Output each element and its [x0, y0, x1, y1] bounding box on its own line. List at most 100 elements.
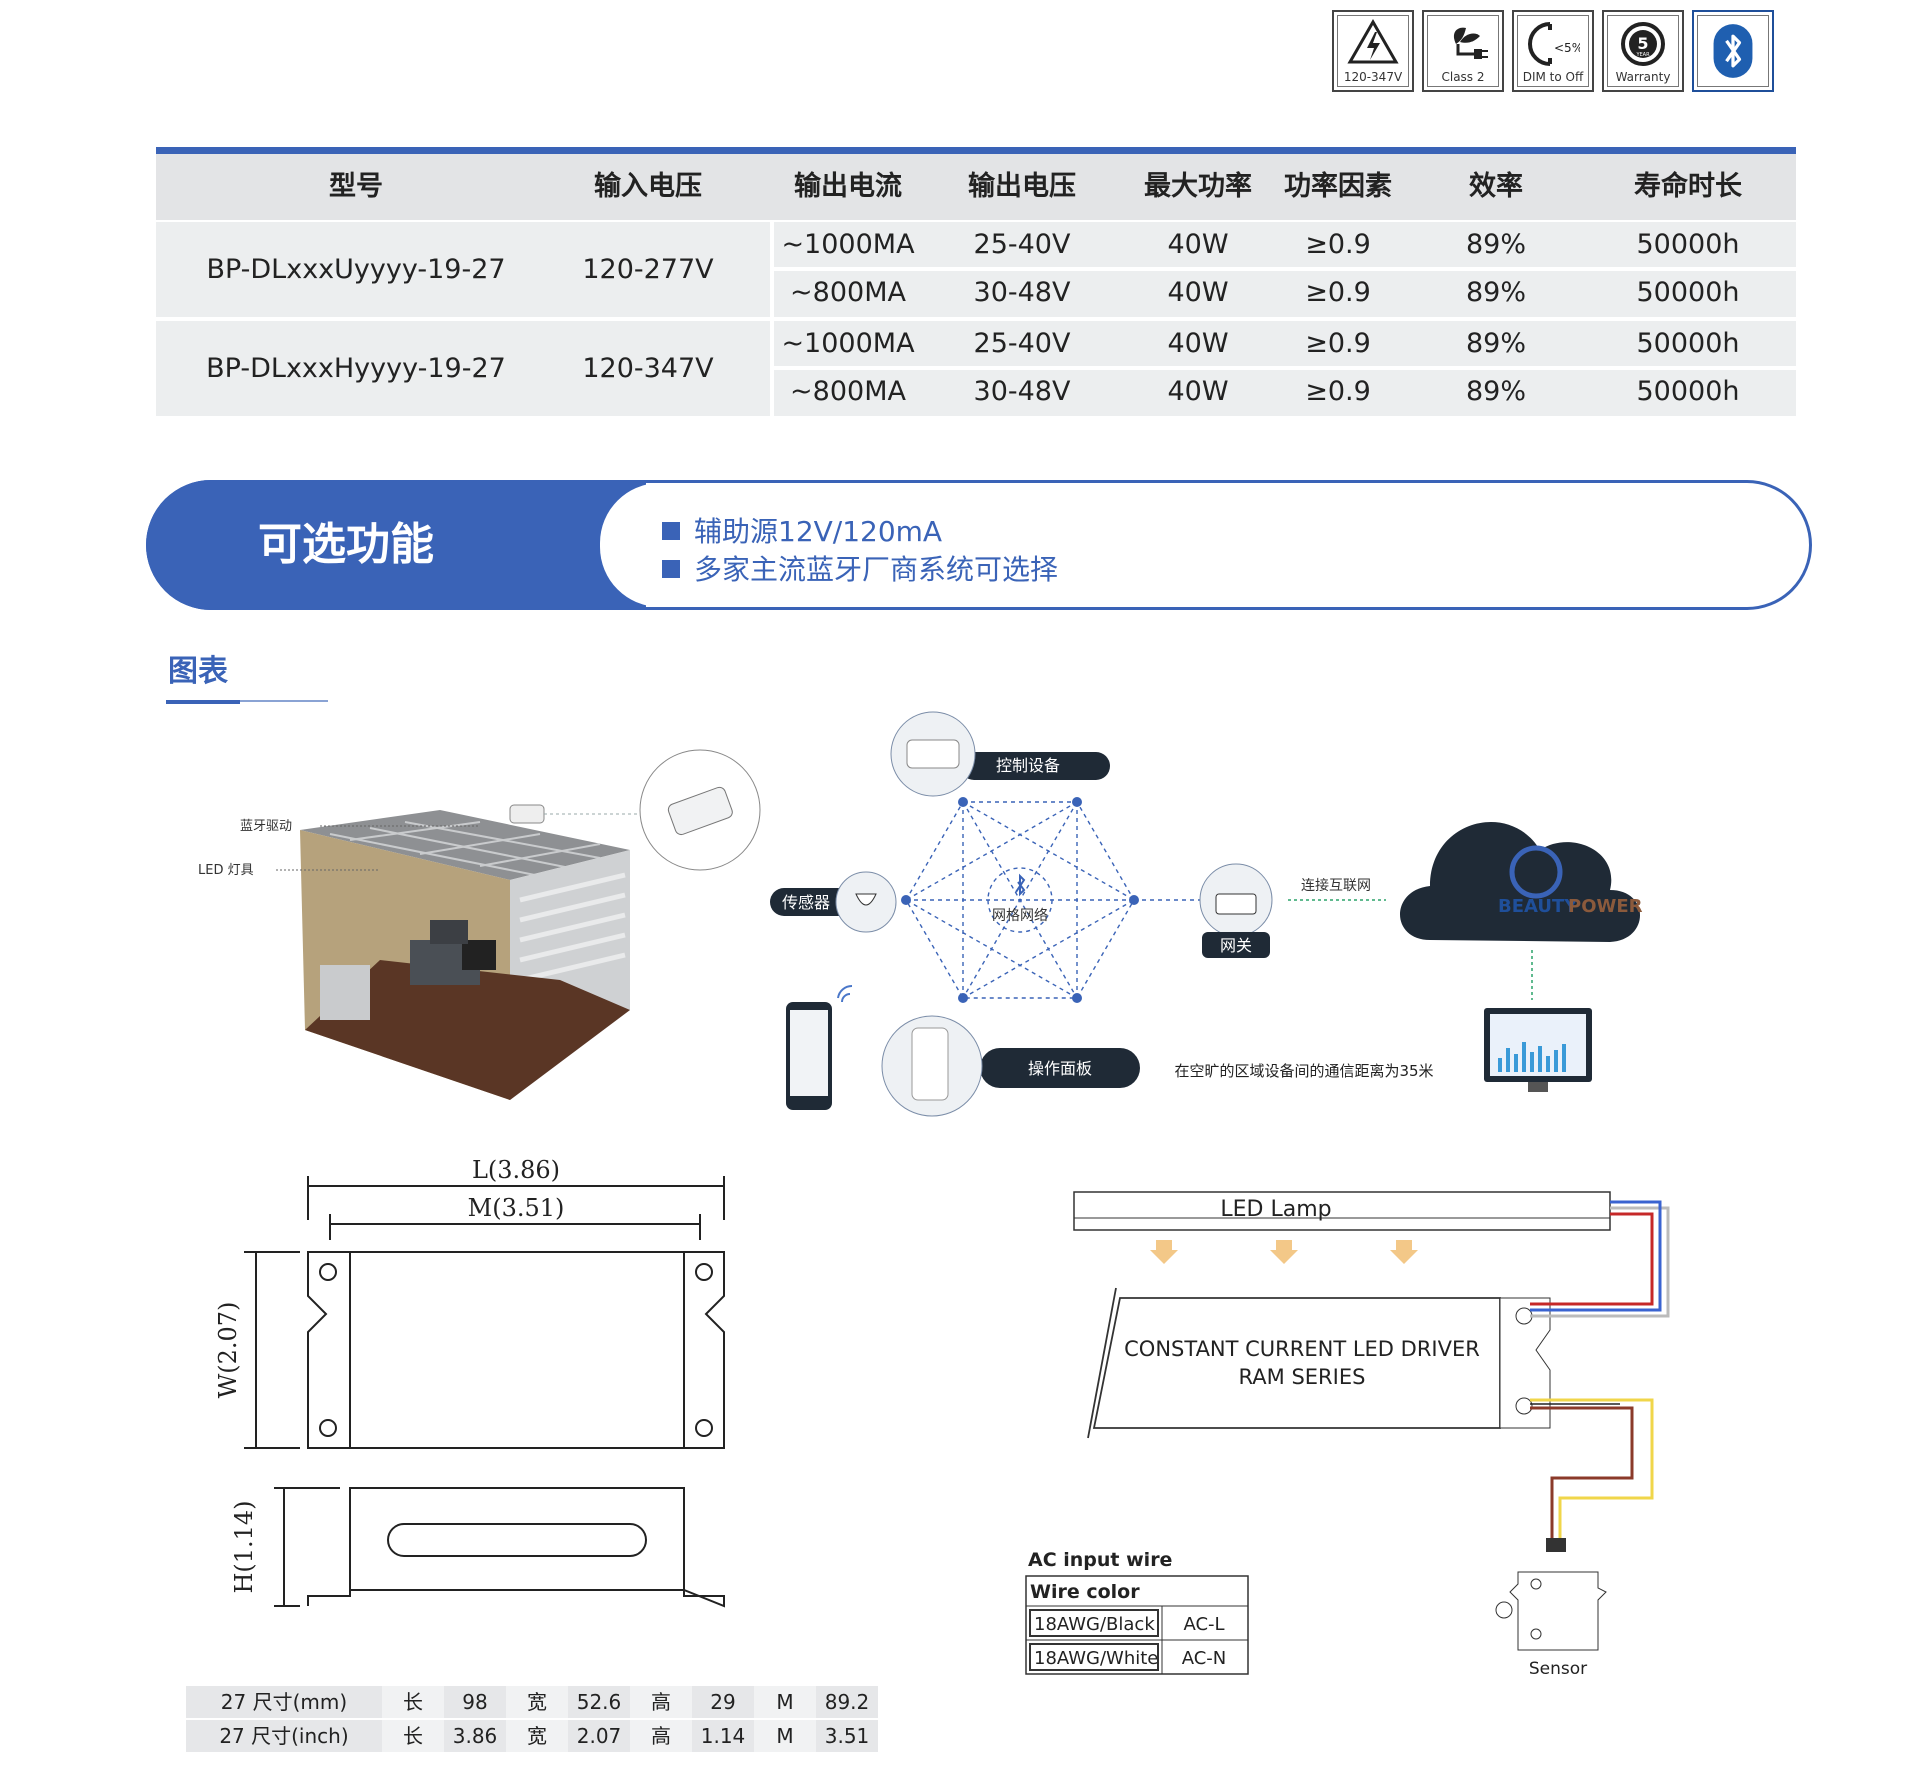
dim-cell: 1.14	[692, 1720, 756, 1752]
dim-cell: M	[754, 1720, 818, 1752]
table-cell: 40W	[1167, 229, 1229, 260]
plant-plug-icon	[1453, 27, 1488, 59]
table-cell: 40W	[1167, 376, 1229, 407]
col-header-efficiency: 效率	[1469, 171, 1523, 202]
dim-cell: 宽	[506, 1686, 570, 1718]
led-lamp	[1073, 1191, 1611, 1231]
driver-body	[1092, 1297, 1501, 1429]
dim-M: M(3.51)	[468, 1194, 565, 1222]
table-top-bar	[156, 147, 1796, 154]
driver-line1: CONSTANT CURRENT LED DRIVER	[1124, 1337, 1480, 1361]
table-cell: 25-40V	[973, 229, 1071, 260]
table-cell: 30-48V	[973, 376, 1071, 407]
wire-color: 18AWG/White	[1034, 1648, 1158, 1669]
sensor-icon	[855, 893, 877, 906]
table-row: BP-DLxxxHyyyy-19-27	[206, 353, 506, 384]
panel-label: 操作面板	[1028, 1059, 1092, 1078]
room-illustration: 蓝牙驱动 LED 灯具	[198, 749, 761, 1100]
dim-cell: 52.6	[568, 1686, 632, 1718]
features-title-bg	[146, 480, 646, 610]
wire-color: 18AWG/Black	[1034, 1614, 1155, 1635]
wire-use: AC-L	[1183, 1614, 1224, 1635]
wire-use: AC-N	[1182, 1648, 1227, 1669]
badge-class2: Class 2	[1422, 10, 1504, 92]
dim-moon-icon: <5%	[1528, 22, 1580, 66]
table-cell: 40W	[1167, 277, 1229, 308]
feature-item: 多家主流蓝牙厂商系统可选择	[662, 548, 1058, 588]
table-cell: 50000h	[1636, 277, 1740, 308]
table-cell: ~1000MA	[781, 328, 915, 359]
table-header-row	[156, 154, 1796, 220]
control-label: 控制设备	[996, 756, 1060, 775]
dim-cell: 长	[382, 1686, 446, 1718]
sensor-label: Sensor	[1529, 1659, 1587, 1679]
chair	[430, 920, 468, 944]
col-header-model: 型号	[329, 171, 383, 202]
cloud-icon	[1400, 822, 1640, 942]
dim-H: H(1.14)	[230, 1500, 258, 1593]
features-curve	[600, 483, 720, 607]
mesh-label: 网格网络	[992, 908, 1048, 924]
table-cell: 89%	[1465, 376, 1526, 407]
warranty-year: YEAR	[1635, 52, 1650, 58]
table-cell: 120-277V	[582, 254, 714, 285]
ac-title: AC input wire	[1028, 1549, 1172, 1571]
sensor-label: 传感器	[782, 893, 830, 912]
dim-percent: <5%	[1554, 41, 1580, 55]
wiring-diagram: LED Lamp CONSTANT CURRENT LED DRIVER RAM…	[1025, 1191, 1670, 1679]
table-cell: ≥0.9	[1305, 277, 1371, 308]
panel-icon	[911, 1027, 949, 1101]
gateway-label: 网关	[1220, 936, 1252, 955]
badge-label: Class 2	[1441, 70, 1485, 84]
table-cell: ≥0.9	[1305, 376, 1371, 407]
group2-row1-bg	[774, 321, 1796, 366]
table-cell: 89%	[1465, 277, 1526, 308]
driver-module	[509, 804, 545, 824]
table-cell: 89%	[1465, 229, 1526, 260]
col-header-lifetime: 寿命时长	[1634, 171, 1742, 202]
distance-note: 在空旷的区域设备间的通信距离为35米	[1174, 1062, 1433, 1080]
brand-power: POWER	[1568, 896, 1643, 917]
dim-cell: 长	[382, 1720, 446, 1752]
group1-left-bg	[156, 222, 770, 317]
lamp-label: LED Lamp	[1220, 1197, 1331, 1222]
feature-item: 辅助源12V/120mA	[662, 510, 942, 550]
table-cell: ≥0.9	[1305, 229, 1371, 260]
dim-cell: M	[754, 1686, 818, 1718]
table-cell: 25-40V	[973, 328, 1071, 359]
group2-row2-bg	[774, 370, 1796, 416]
table-row: BP-DLxxxUyyyy-19-27	[206, 254, 506, 285]
monitor	[462, 940, 496, 970]
dim-cell: 宽	[506, 1720, 570, 1752]
wire-header: Wire color	[1030, 1581, 1140, 1603]
section-underline-accent	[166, 700, 240, 704]
router-icon	[1215, 893, 1257, 915]
col-header-voltage: 输出电压	[968, 171, 1076, 202]
badge-voltage: 120-347V	[1332, 10, 1414, 92]
label-led: LED 灯具	[198, 863, 254, 878]
square-bullet-icon	[662, 560, 680, 578]
badge-label: DIM to Off	[1522, 70, 1584, 84]
label-driver: 蓝牙驱动	[240, 819, 292, 834]
col-header-current: 输出电流	[794, 171, 902, 202]
driver-line2: RAM SERIES	[1239, 1365, 1366, 1389]
group2-left-bg	[156, 321, 770, 416]
col-header-power: 最大功率	[1144, 171, 1252, 202]
floor	[305, 960, 630, 1100]
badge-label: 120-347V	[1343, 70, 1403, 84]
dim-cell: 2.07	[568, 1720, 632, 1752]
table-cell: ~800MA	[790, 277, 906, 308]
sensor-module	[1509, 1571, 1607, 1651]
dim-cell: 3.51	[816, 1720, 880, 1752]
section-title: 图表	[168, 654, 228, 689]
svg-text:5: 5	[1637, 34, 1648, 53]
badge-bluetooth	[1692, 10, 1774, 92]
dim-cell: 27 尺寸(inch)	[186, 1720, 384, 1752]
dimension-drawing: L(3.86) M(3.51) W(2.07) H(1.14)	[214, 1156, 725, 1608]
group1-row1-bg	[774, 222, 1796, 267]
dim-cell: 高	[630, 1720, 694, 1752]
dim-cell: 27 尺寸(mm)	[186, 1686, 384, 1718]
